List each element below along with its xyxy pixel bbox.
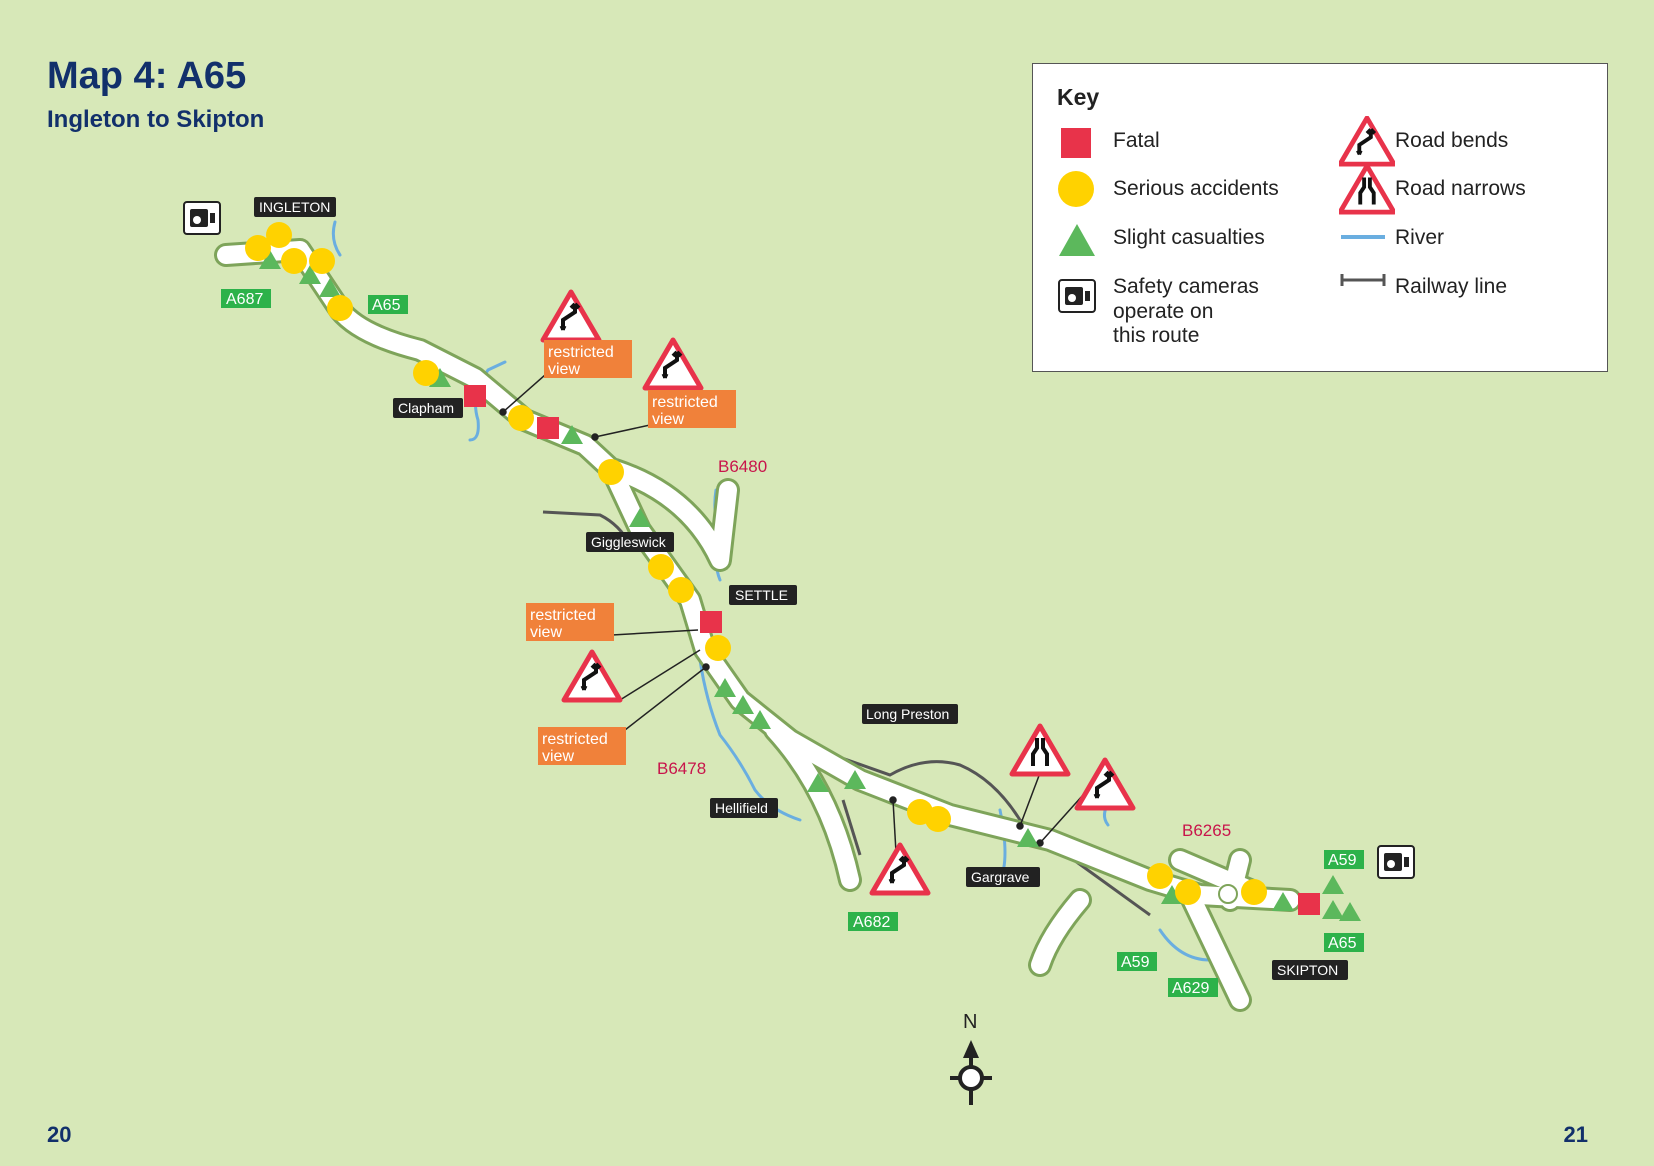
page-number-left: 20 xyxy=(47,1122,72,1147)
place-clapham: Clapham xyxy=(398,400,454,416)
svg-text:view: view xyxy=(652,411,684,428)
restricted-view-callout: restricted view xyxy=(526,603,614,641)
road-label-b6265: B6265 xyxy=(1182,821,1231,840)
key-narrows-label: Road narrows xyxy=(1395,177,1526,200)
place-gargrave: Gargrave xyxy=(971,869,1030,885)
railway-line-icon xyxy=(1340,274,1386,286)
restricted-view-callout: restricted view xyxy=(538,727,626,765)
safety-camera-icon xyxy=(1377,845,1415,879)
road-label-a629: A629 xyxy=(1172,980,1209,997)
place-labels: INGLETON Clapham Giggleswick SETTLE Long… xyxy=(254,197,1348,980)
road-label-a682: A682 xyxy=(853,914,890,931)
place-settle: SETTLE xyxy=(735,587,788,603)
svg-text:N: N xyxy=(963,1011,977,1033)
place-skipton: SKIPTON xyxy=(1277,962,1338,978)
road-label-a65: A65 xyxy=(372,297,401,314)
page-number-right: 21 xyxy=(1563,1122,1588,1147)
page-title: Map 4: A65 xyxy=(47,55,247,97)
key-railway-label: Railway line xyxy=(1395,275,1508,298)
road-label-a59: A59 xyxy=(1121,954,1150,971)
roads xyxy=(214,238,1302,1012)
restricted-view-callout: restricted view xyxy=(648,390,736,428)
road-bends-icon xyxy=(564,652,620,700)
svg-text:restricted: restricted xyxy=(652,394,718,411)
road-bends-icon xyxy=(543,292,599,340)
key-title: Key xyxy=(1057,84,1100,110)
svg-text:restricted: restricted xyxy=(530,607,596,624)
road-label-a59: A59 xyxy=(1328,852,1357,869)
svg-text:view: view xyxy=(542,748,574,765)
key-slight-label: Slight casualties xyxy=(1113,226,1265,249)
road-bends-icon xyxy=(872,845,928,893)
key-serious-label: Serious accidents xyxy=(1113,177,1279,200)
road-labels: A687 A65 A682 A59 A65 A59 A629 B6480 B64… xyxy=(221,289,1364,997)
compass: N xyxy=(950,1011,992,1105)
road-bends-icon xyxy=(1077,760,1133,808)
restricted-view-callout: restricted view xyxy=(544,340,632,378)
serious-accident-icon xyxy=(1058,171,1094,207)
fatal-icon xyxy=(1061,128,1091,158)
safety-camera-icon xyxy=(183,201,221,235)
key-cameras-label-3: this route xyxy=(1113,324,1200,347)
key-cameras-label-2: operate on xyxy=(1113,300,1214,323)
safety-camera-icon xyxy=(1058,279,1096,313)
key-cameras-label-1: Safety cameras xyxy=(1113,275,1259,298)
svg-text:view: view xyxy=(530,624,562,641)
place-long-preston: Long Preston xyxy=(866,706,949,722)
road-narrows-icon xyxy=(1339,164,1395,216)
road-label-b6478: B6478 xyxy=(657,759,706,778)
road-narrows-icon xyxy=(1012,726,1068,774)
road-label-b6480: B6480 xyxy=(718,457,767,476)
key-river-label: River xyxy=(1395,226,1445,249)
slight-casualty-markers xyxy=(259,250,1361,921)
place-hellifield: Hellifield xyxy=(715,800,768,816)
road-bends-icon xyxy=(645,340,701,388)
callout-leaders xyxy=(499,374,1084,871)
page-subtitle: Ingleton to Skipton xyxy=(47,106,265,133)
serious-accident-markers xyxy=(245,222,1267,905)
svg-text:restricted: restricted xyxy=(542,731,608,748)
road-label-a65: A65 xyxy=(1328,935,1357,952)
map-key: Key Fatal Serious accidents Slight casua… xyxy=(1032,63,1608,372)
fatal-markers xyxy=(464,385,1320,915)
road-bends-icon xyxy=(1339,116,1395,168)
road-label-a687: A687 xyxy=(226,291,263,308)
place-giggleswick: Giggleswick xyxy=(591,534,667,550)
river-line-icon xyxy=(1341,235,1385,239)
svg-text:view: view xyxy=(548,361,580,378)
svg-text:restricted: restricted xyxy=(548,344,614,361)
key-bends-label: Road bends xyxy=(1395,129,1509,152)
key-fatal-label: Fatal xyxy=(1113,129,1160,152)
place-ingleton: INGLETON xyxy=(259,199,330,215)
slight-casualty-icon xyxy=(1059,224,1095,256)
